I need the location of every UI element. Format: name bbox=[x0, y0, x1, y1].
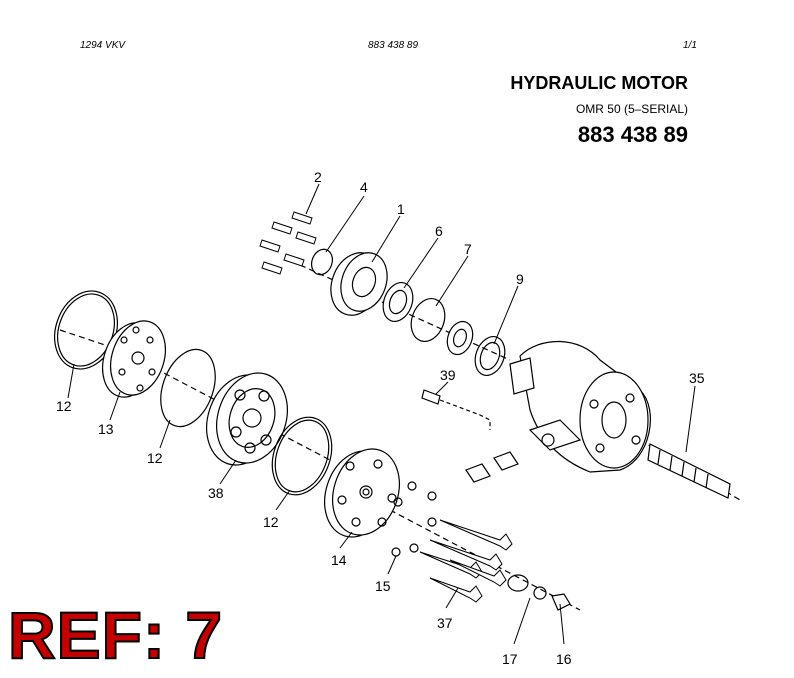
model-subtitle: OMR 50 (5–SERIAL) bbox=[575, 102, 688, 116]
o-ring-12-right bbox=[271, 416, 333, 496]
axis-line bbox=[389, 509, 581, 611]
fitting bbox=[465, 463, 491, 483]
callout-37: 37 bbox=[437, 615, 453, 631]
ref-badge: REF: 7 bbox=[7, 598, 224, 672]
shaft-35 bbox=[647, 443, 731, 499]
callout-35: 35 bbox=[689, 370, 705, 386]
callout-12-left: 12 bbox=[56, 398, 72, 414]
callout-7: 7 bbox=[464, 241, 472, 257]
check-valve-39 bbox=[421, 389, 441, 405]
callout-1: 1 bbox=[397, 201, 405, 217]
callout-9: 9 bbox=[516, 271, 524, 287]
seal-17 bbox=[533, 586, 547, 600]
callout-14: 14 bbox=[331, 552, 347, 568]
bearing-9 bbox=[474, 336, 506, 376]
o-ring-4 bbox=[311, 248, 333, 276]
flange-1 bbox=[330, 252, 388, 316]
header-page: 1/1 bbox=[683, 40, 697, 51]
bolts-37 bbox=[419, 519, 513, 603]
callout-2: 2 bbox=[314, 169, 322, 185]
end-cover-14 bbox=[324, 448, 400, 538]
motor-housing bbox=[509, 340, 651, 473]
o-ring-7 bbox=[410, 298, 446, 342]
callout-16: 16 bbox=[556, 651, 572, 667]
callout-13: 13 bbox=[98, 421, 114, 437]
callout-17: 17 bbox=[502, 651, 518, 667]
washer-17 bbox=[507, 574, 529, 592]
header-part-number: 883 438 89 bbox=[368, 40, 419, 51]
thrust-washer bbox=[446, 320, 474, 356]
washers-15 bbox=[391, 481, 437, 557]
header-doc-code: 1294 VKV bbox=[80, 40, 126, 51]
fitting bbox=[493, 451, 519, 471]
callout-4: 4 bbox=[360, 179, 368, 195]
valve-plate-13 bbox=[102, 320, 166, 398]
axis-line bbox=[439, 399, 491, 430]
callout-12-right: 12 bbox=[263, 514, 279, 530]
diagram-title: HYDRAULIC MOTOR bbox=[510, 73, 688, 93]
o-ring-12-middle bbox=[160, 348, 216, 428]
callout-12-middle: 12 bbox=[147, 450, 163, 466]
part-number: 883 438 89 bbox=[577, 122, 688, 147]
callout-39: 39 bbox=[440, 367, 456, 383]
leader-lines bbox=[67, 183, 696, 645]
gerotor-set-38 bbox=[206, 372, 288, 466]
plug-16 bbox=[551, 593, 571, 611]
callout-6: 6 bbox=[435, 223, 443, 239]
seal-6 bbox=[382, 282, 414, 322]
bolts-2 bbox=[259, 211, 317, 275]
callout-38: 38 bbox=[208, 485, 224, 501]
callout-15: 15 bbox=[375, 578, 391, 594]
